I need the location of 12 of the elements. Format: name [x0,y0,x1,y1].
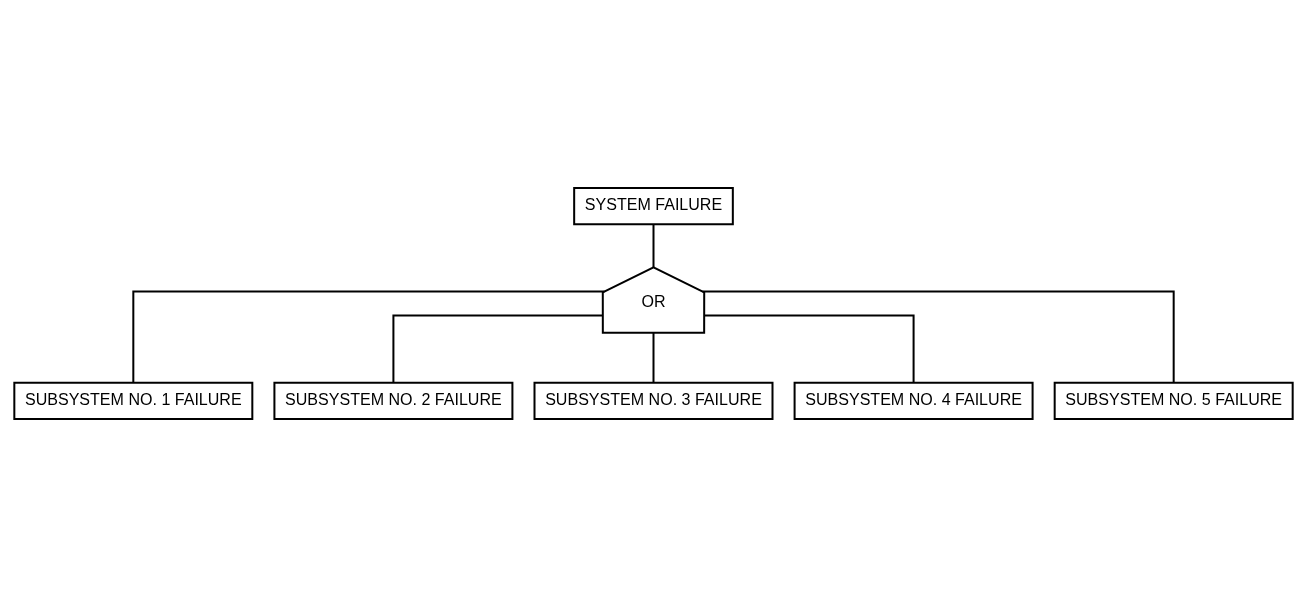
node-box: SUBSYSTEM NO. 5 FAILURE [1053,381,1294,420]
node-box: SUBSYSTEM NO. 2 FAILURE [273,381,514,420]
connector [652,224,655,268]
node-box: SUBSYSTEM NO. 3 FAILURE [533,381,774,420]
connector [702,290,1175,383]
node-box: SUBSYSTEM NO. 1 FAILURE [13,381,254,420]
connector [392,314,603,383]
node-box: SYSTEM FAILURE [573,187,734,226]
connector [704,314,915,383]
connector [132,290,605,383]
node-box: SUBSYSTEM NO. 4 FAILURE [793,381,1034,420]
connector [652,333,655,383]
